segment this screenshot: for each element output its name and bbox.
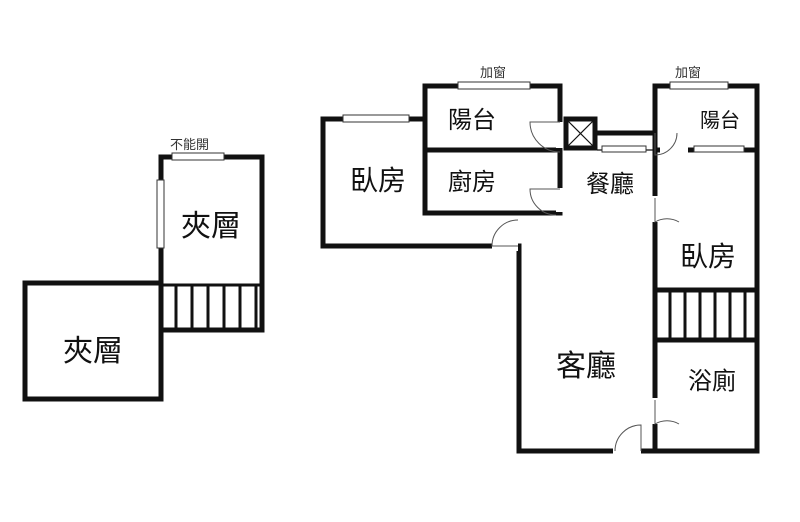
mezz-side-window [156, 179, 165, 249]
label-living: 客廳 [556, 349, 616, 384]
label-bedroom-right: 臥房 [680, 240, 736, 273]
mezzanine-plan: 不能開 夾層 夾層 [22, 138, 265, 402]
label-dining: 餐廳 [586, 170, 634, 198]
label-bathroom: 浴廁 [688, 367, 736, 395]
label-balcony-left: 陽台 [448, 106, 496, 134]
kitchen-walls [422, 147, 563, 216]
label-mezz-top: 夾層 [181, 209, 241, 244]
bedroom-left-window [342, 114, 410, 123]
bedroom-right-window [693, 145, 745, 153]
label-window-add-left: 加窗 [480, 65, 506, 81]
mezz-stairs [161, 283, 262, 330]
label-mezz-bottom: 夾層 [63, 334, 123, 369]
label-kitchen: 廚房 [448, 168, 496, 196]
door-swings [491, 121, 680, 452]
label-bedroom-left: 臥房 [350, 164, 406, 197]
balcony-left-window [457, 81, 531, 90]
main-stairs [668, 292, 747, 340]
label-window-add-right: 加窗 [675, 65, 701, 81]
living-walls [320, 83, 760, 454]
label-balcony-right: 陽台 [700, 108, 740, 132]
mezz-top-window [171, 152, 225, 161]
dining-window [601, 145, 647, 153]
main-plan: 加窗 加窗 陽台 廚房 臥房 餐廳 陽台 臥房 客廳 浴廁 [320, 65, 760, 456]
label-no-open: 不能開 [170, 138, 209, 153]
mezz-bottom-walls [22, 280, 164, 402]
balcony-right-window [669, 81, 729, 90]
